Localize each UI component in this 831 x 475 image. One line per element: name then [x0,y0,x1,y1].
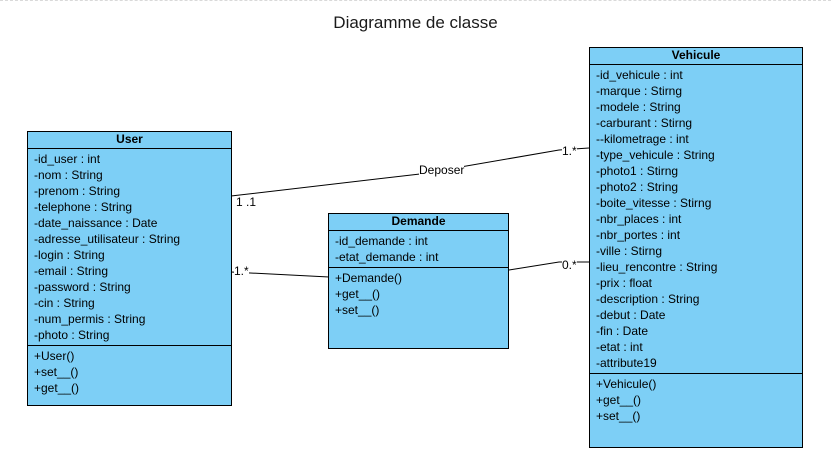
operation-list: +User() +set__() +get__() [28,346,231,396]
attribute: -etat : int [596,340,643,354]
operation: +set__() [596,409,641,423]
multiplicity-vehicule-demande: 0.* [562,258,577,272]
attribute: -login : String [34,248,105,262]
class-name: Demande [329,214,508,231]
class-demande[interactable]: Demande -id_demande : int -etat_demande … [328,213,509,349]
attribute: -id_demande : int [335,234,428,248]
attribute: -num_permis : String [34,312,146,326]
operation-list: +Demande() +get__() +set__() [329,268,508,318]
attribute: -nom : String [34,168,103,182]
attribute: -password : String [34,280,131,294]
attribute: -debut : Date [596,308,666,322]
canvas-border [0,0,831,5]
attribute: -type_vehicule : String [596,148,715,162]
operation: +Vehicule() [596,377,657,391]
class-name: Vehicule [590,48,802,65]
attribute: -prix : float [596,276,653,290]
class-vehicule[interactable]: Vehicule -id_vehicule : int -marque : St… [589,47,803,448]
association-demande-vehicule [508,261,589,271]
multiplicity-vehicule-deposer: 1.* [562,144,577,158]
attribute-list: -id_vehicule : int -marque : Stirng -mod… [590,65,802,374]
attribute: -adresse_utilisateur : String [34,232,181,246]
attribute: -carburant : Stirng [596,116,693,130]
association-label-deposer: Deposer [419,163,465,177]
class-name: User [28,132,231,149]
attribute: -ville : Stirng [596,244,663,258]
operation-list: +Vehicule() +get__() +set__() [590,374,802,424]
attribute: -id_user : int [34,152,101,166]
attribute: -description : String [596,292,700,306]
class-user[interactable]: User -id_user : int -nom : String -preno… [27,131,232,406]
attribute: -photo2 : String [596,180,679,194]
attribute-list: -id_demande : int -etat_demande : int [329,231,508,268]
operation: +get__() [34,381,80,395]
operation: +Demande() [335,271,403,285]
multiplicity-user-demande: 1.* [234,264,249,278]
attribute: -lieu_rencontre : String [596,260,718,274]
attribute: -nbr_portes : int [596,228,681,242]
operation: +set__() [34,365,79,379]
attribute: -cin : String [34,296,95,310]
operation: +get__() [596,393,642,407]
attribute: -photo1 : Stirng [596,164,679,178]
attribute: -prenom : String [34,184,121,198]
attribute: -attribute19 [596,356,657,370]
attribute: -marque : Stirng [596,84,683,98]
attribute: -etat_demande : int [335,250,439,264]
attribute: --kilometrage : int [596,132,689,146]
operation: +set__() [335,303,380,317]
diagram-title: Diagramme de classe [333,13,498,32]
attribute: -fin : Date [596,324,649,338]
attribute-list: -id_user : int -nom : String -prenom : S… [28,149,231,346]
multiplicity-user-deposer: 1 .1 [236,195,257,209]
attribute: -nbr_places : int [596,212,682,226]
attribute: -modele : String [596,100,681,114]
attribute: -id_vehicule : int [596,68,683,82]
attribute: -email : String [34,264,109,278]
association-user-vehicule [230,147,590,197]
operation: +get__() [335,287,381,301]
attribute: -boite_vitesse : Stirng [596,196,712,210]
attribute: -telephone : String [34,200,133,214]
operation: +User() [34,349,75,363]
attribute: -date_naissance : Date [34,216,158,230]
attribute: -photo : String [34,328,110,342]
